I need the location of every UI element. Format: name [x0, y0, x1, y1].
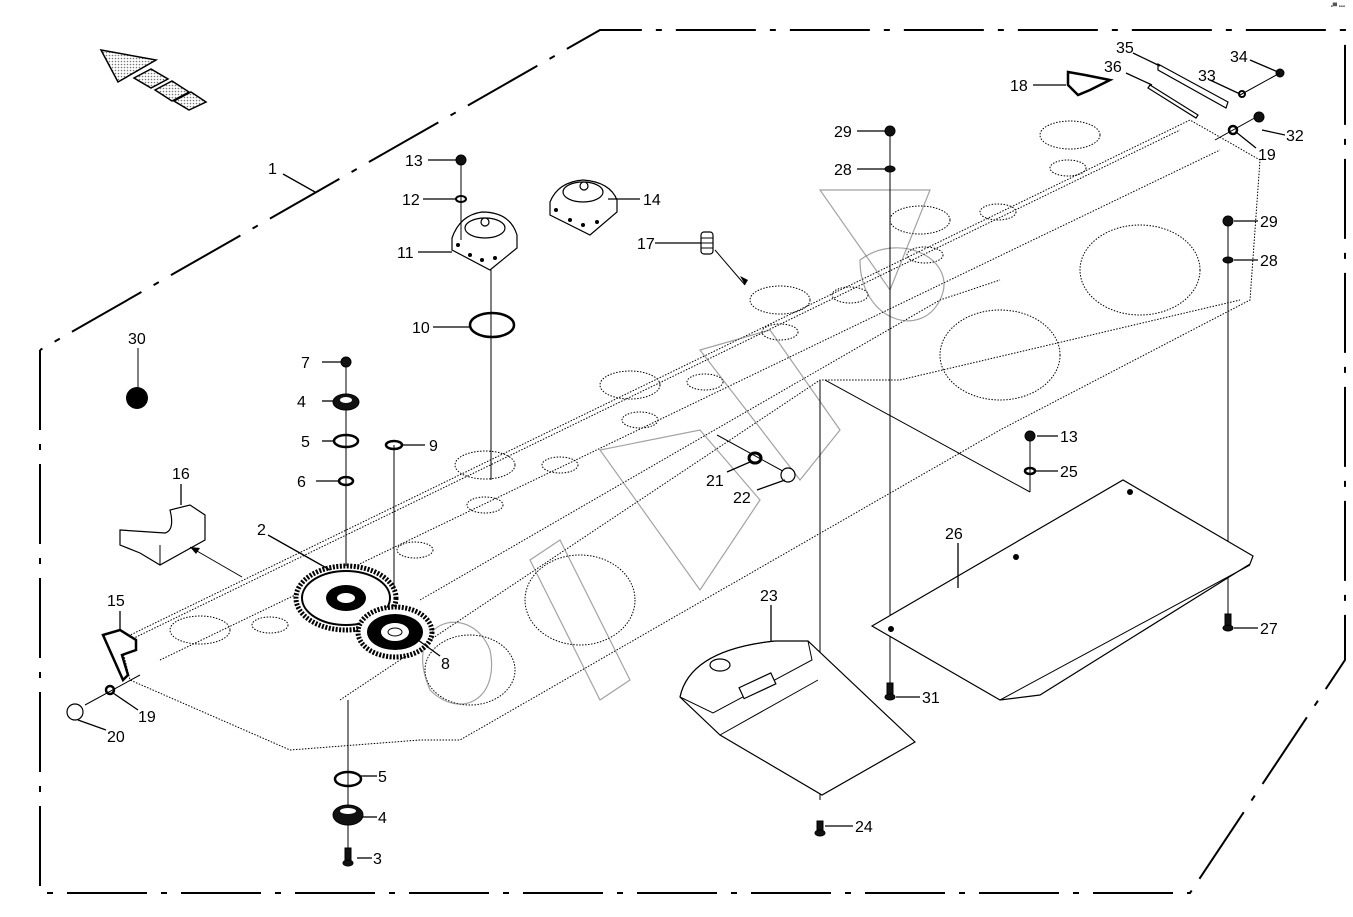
end-bracket-18 — [1066, 70, 1114, 97]
callout-24: 24 — [855, 819, 873, 836]
plug-32 — [1214, 111, 1265, 141]
grease-30 — [126, 348, 148, 409]
callout-19-right: 19 — [1258, 147, 1276, 164]
corner-mark: ▪▀ ▪▪▪ — [1330, 4, 1345, 10]
callout-29-right: 29 — [1260, 214, 1278, 231]
callout-32: 32 — [1286, 128, 1304, 145]
end-bracket-15 — [101, 628, 138, 683]
bearing-stack-lower — [332, 700, 364, 867]
plug-22 — [716, 434, 796, 483]
callout-33: 33 — [1198, 68, 1216, 85]
bearing-stack-upper — [332, 356, 404, 600]
cutter-bar-housing — [119, 119, 1261, 751]
disc-hub-14 — [549, 179, 618, 236]
callout-22: 22 — [733, 490, 751, 507]
bolt-34 — [1238, 68, 1285, 98]
gauge-strip-36 — [1147, 84, 1199, 119]
skid-plate-23 — [679, 380, 917, 837]
nut-washer-stack-13-25 — [824, 379, 1037, 493]
oring-10 — [455, 154, 516, 480]
callout-26: 26 — [945, 526, 963, 543]
callout-13-right: 13 — [1060, 429, 1078, 446]
callout-18: 18 — [1010, 78, 1028, 95]
callout-7: 7 — [301, 355, 310, 372]
callout-5-lower: 5 — [378, 769, 387, 786]
callout-29-left: 29 — [834, 124, 852, 141]
callout-20: 20 — [107, 729, 125, 746]
callout-34: 34 — [1230, 49, 1248, 66]
callout-5-upper: 5 — [301, 434, 310, 451]
dipstick-35 — [1157, 62, 1229, 109]
callout-35: 35 — [1116, 40, 1134, 57]
leader-lines — [77, 52, 1286, 859]
callout-labels: 1 2 3 4 4 5 5 6 7 8 9 10 11 12 13 13 14 … — [107, 40, 1304, 868]
callout-25: 25 — [1060, 464, 1078, 481]
callout-1: 1 — [268, 161, 277, 178]
callout-11: 11 — [397, 245, 414, 262]
callout-23: 23 — [760, 588, 778, 605]
callout-27: 27 — [1260, 621, 1278, 638]
callout-2: 2 — [257, 522, 266, 539]
watermark-logo — [422, 189, 945, 705]
direction-arrow-icon — [99, 48, 208, 111]
plug-left-20 — [66, 674, 141, 721]
callout-10: 10 — [412, 320, 430, 337]
callout-4-upper: 4 — [297, 394, 306, 411]
callout-6: 6 — [297, 474, 306, 491]
callout-19-left: 19 — [138, 709, 156, 726]
callout-9: 9 — [429, 438, 438, 455]
callout-28-right: 28 — [1260, 253, 1278, 270]
disc-hub-11 — [451, 211, 518, 271]
callout-14: 14 — [643, 192, 661, 209]
callout-30: 30 — [128, 331, 146, 348]
callout-4-lower: 4 — [378, 810, 387, 827]
wear-plate-26 — [870, 479, 1254, 701]
stud-17 — [700, 231, 748, 286]
callout-15: 15 — [107, 593, 125, 610]
callout-17: 17 — [637, 236, 655, 253]
callout-8: 8 — [441, 656, 450, 673]
gear-small-8 — [355, 604, 435, 660]
callout-13-upper: 13 — [405, 153, 423, 170]
callout-3: 3 — [373, 851, 382, 868]
callout-16: 16 — [172, 466, 190, 483]
assembly-boundary-frame — [39, 29, 1346, 894]
callout-21: 21 — [706, 473, 724, 490]
callout-28-left: 28 — [834, 162, 852, 179]
callout-31: 31 — [922, 690, 940, 707]
callout-36: 36 — [1104, 59, 1122, 76]
callout-12: 12 — [402, 192, 420, 209]
nut-washer-stack-left — [884, 125, 896, 690]
skid-shoe-16 — [119, 504, 243, 578]
